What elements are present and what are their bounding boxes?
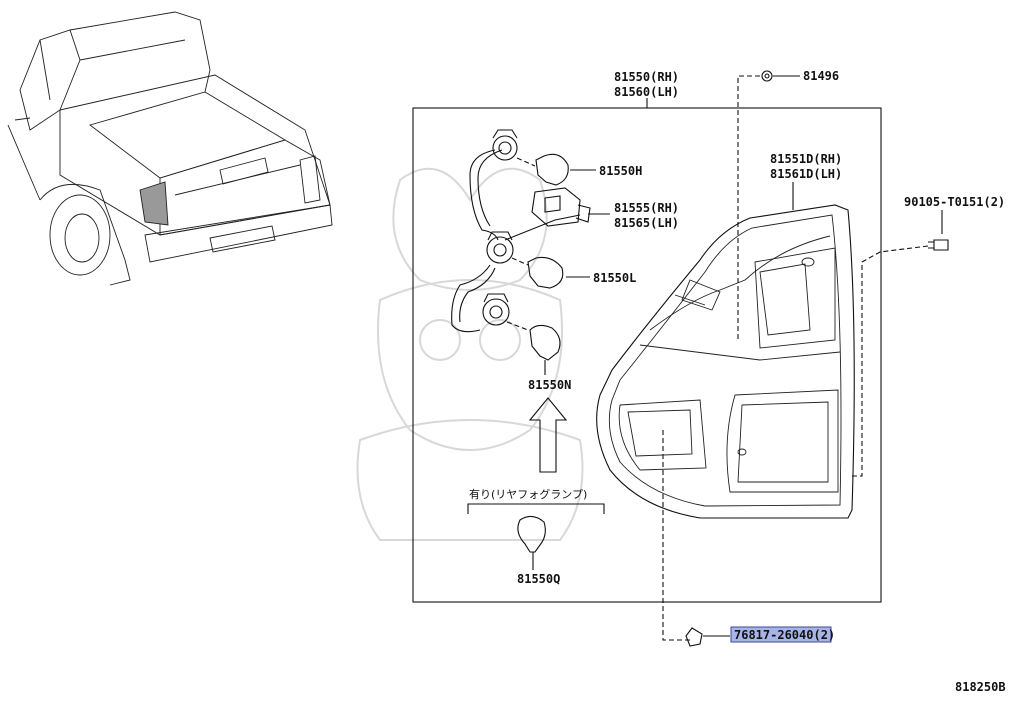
label-lens-rh: 81551D(RH) <box>770 152 842 166</box>
label-clip[interactable]: 76817-26040(2) <box>734 628 835 642</box>
clip-highlight[interactable] <box>730 626 832 643</box>
label-grommet: 81496 <box>803 69 839 83</box>
label-bulb-q: 81550Q <box>517 572 560 586</box>
label-bulb-l: 81550L <box>593 271 636 285</box>
grommet-part <box>737 70 800 340</box>
clip-part <box>685 627 730 647</box>
label-option-note: 有り(リヤフォグランプ) <box>469 487 587 501</box>
screw-part <box>928 239 949 251</box>
bulb-h <box>516 153 569 186</box>
up-arrow-icon <box>528 397 568 473</box>
label-lens-lh: 81561D(LH) <box>770 167 842 181</box>
bulb-q <box>517 515 546 570</box>
tail-lamp-housing <box>596 204 855 519</box>
label-socket-lh: 81565(LH) <box>614 216 679 230</box>
label-screw: 90105-T0151(2) <box>904 195 1005 209</box>
label-bulb-n: 81550N <box>528 378 571 392</box>
label-assy-lh: 81560(LH) <box>614 85 679 99</box>
diagram-id: 818250B <box>955 680 1006 694</box>
label-assy-rh: 81550(RH) <box>614 70 679 84</box>
bulb-n <box>506 321 561 375</box>
bulb-l <box>511 256 564 289</box>
label-bulb-h: 81550H <box>599 164 642 178</box>
label-socket-rh: 81555(RH) <box>614 201 679 215</box>
truck-illustration <box>7 11 333 286</box>
socket-harness <box>451 129 591 333</box>
watermark-emblem <box>356 167 584 541</box>
